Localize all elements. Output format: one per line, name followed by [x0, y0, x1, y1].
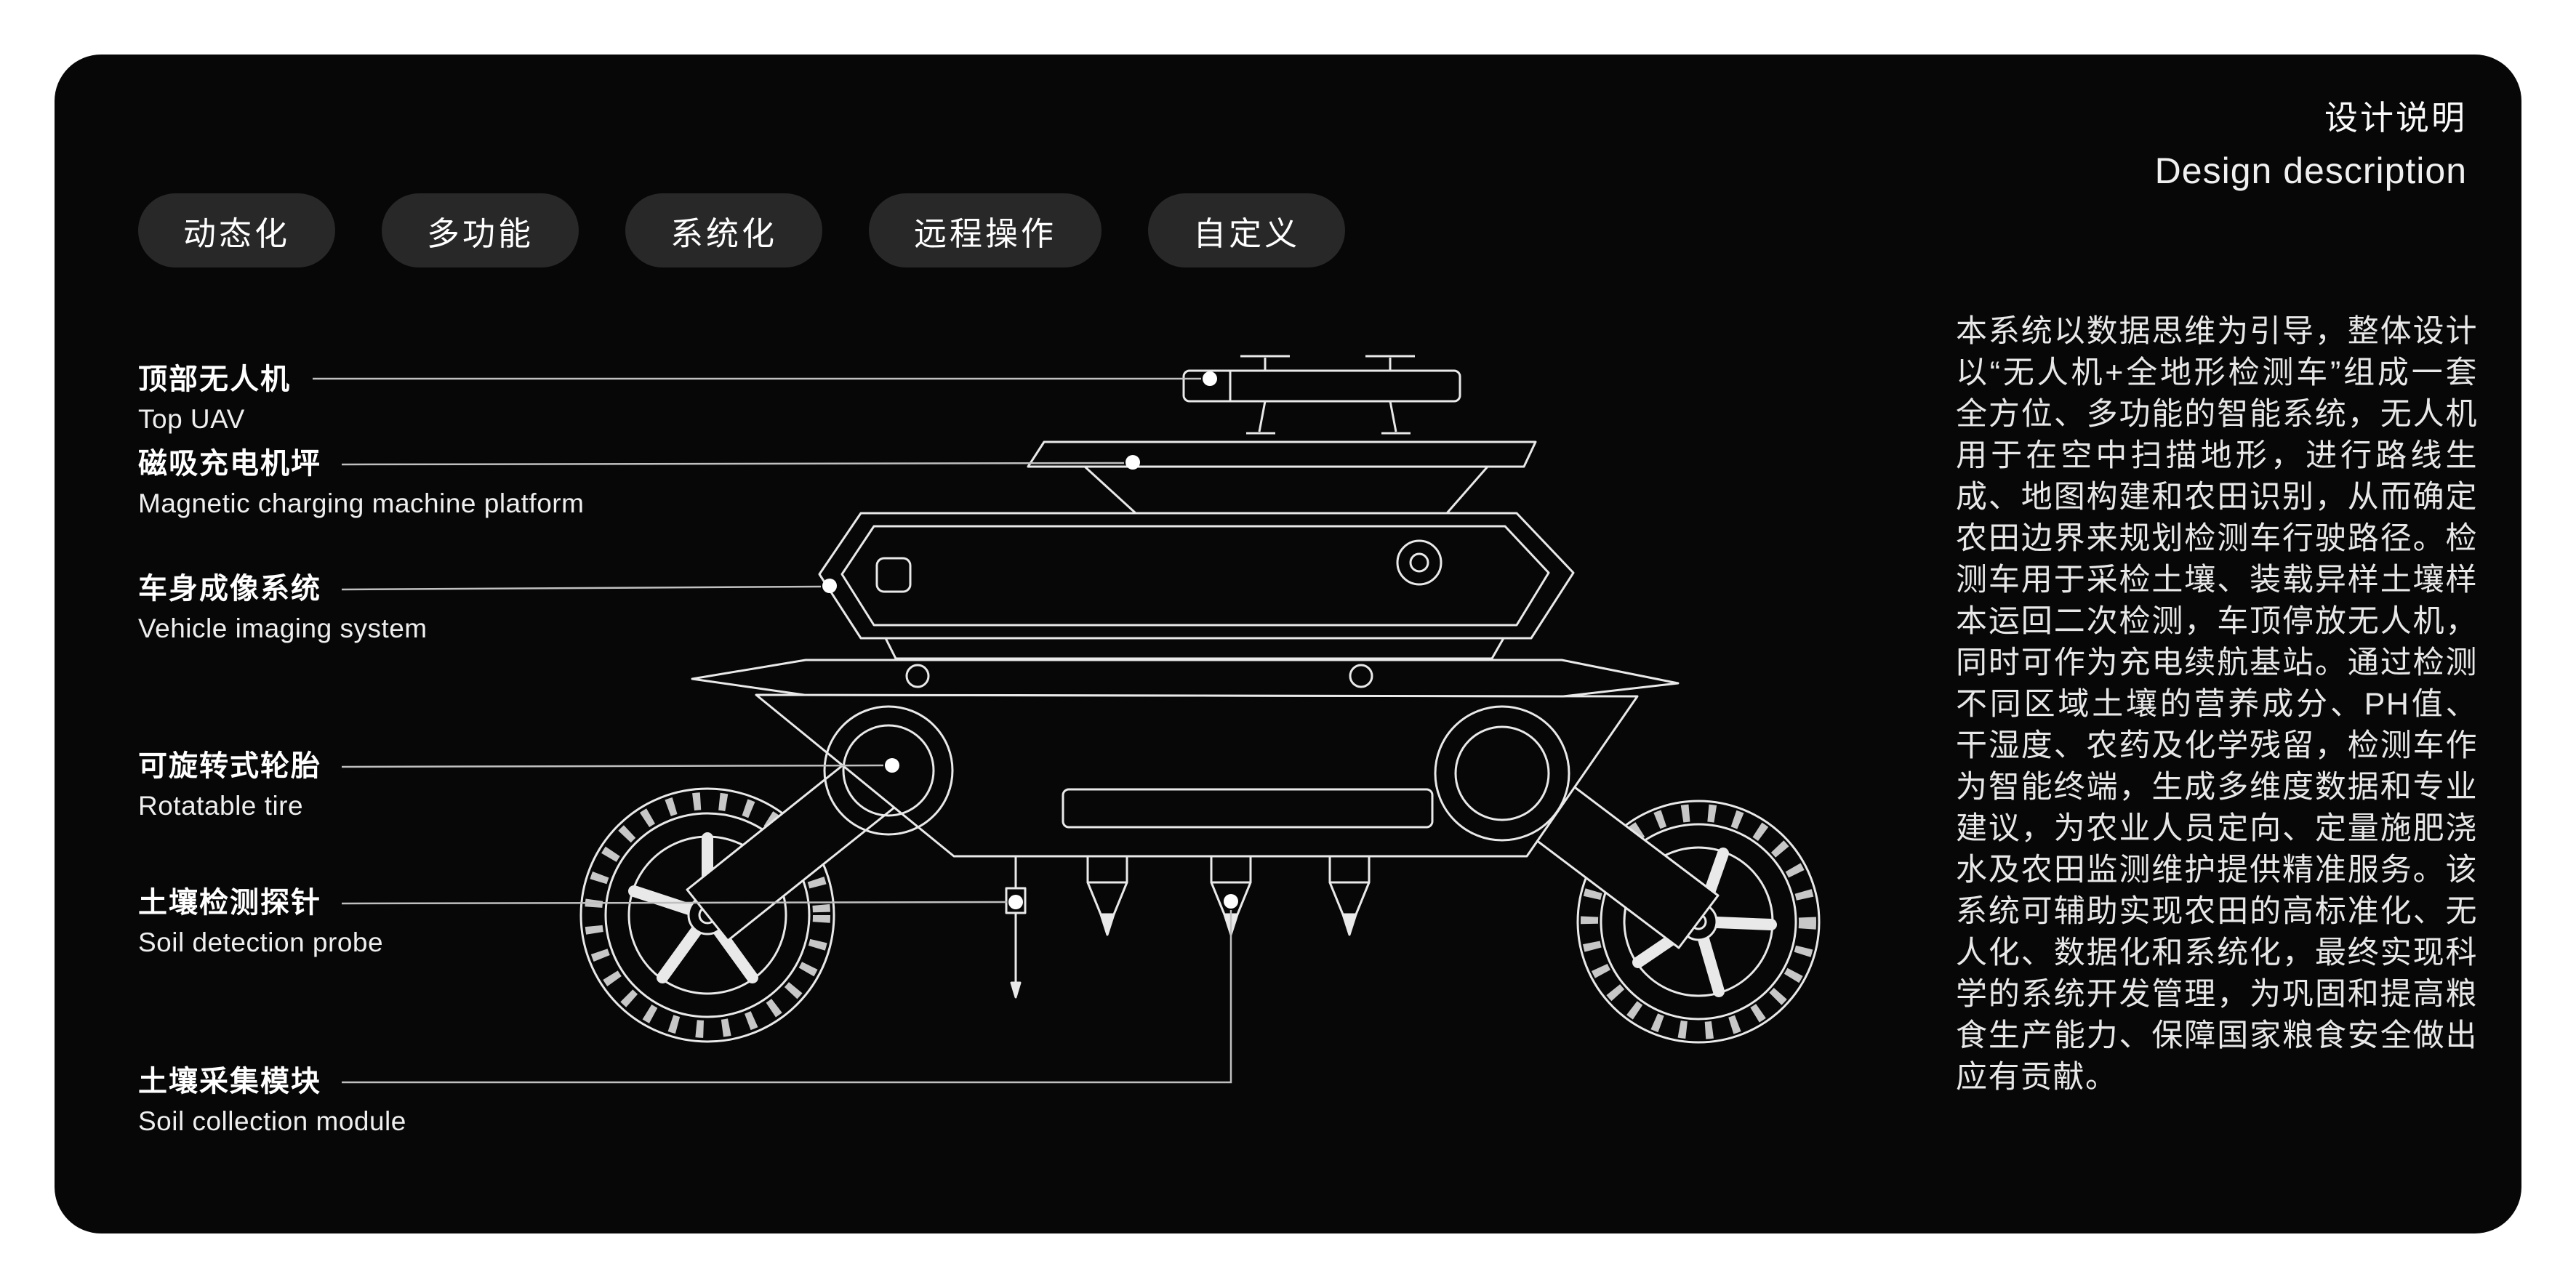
callout-en: Soil collection module [138, 1106, 406, 1136]
callout-rotatable-tire: 可旋转式轮胎 Rotatable tire [138, 750, 321, 821]
callout-top-uav: 顶部无人机 Top UAV [138, 363, 291, 435]
tag-dynamic: 动态化 [138, 193, 336, 267]
tag-systematic: 系统化 [625, 193, 823, 267]
tag-multifunction: 多功能 [382, 193, 579, 267]
callout-zh: 土壤采集模块 [138, 1066, 321, 1098]
description-text: 本系统以数据思维为引导，整体设计以“无人机+全地形检测车”组成一套全方位、多功能… [1956, 314, 2478, 1095]
feature-tags: 动态化 多功能 系统化 远程操作 自定义 [138, 193, 1346, 267]
callout-zh: 可旋转式轮胎 [138, 750, 321, 782]
page-title: 设计说明 Design description [2155, 92, 2467, 192]
callout-zh: 土壤检测探针 [138, 887, 321, 919]
title-en: Design description [2154, 150, 2467, 191]
callout-soil-probe: 土壤检测探针 Soil detection probe [138, 887, 383, 958]
callout-en: Soil detection probe [138, 927, 384, 957]
callout-en: Magnetic charging machine platform [138, 488, 585, 518]
callout-charging-platform: 磁吸充电机坪 Magnetic charging machine platfor… [138, 448, 584, 519]
callout-en: Rotatable tire [138, 791, 304, 821]
title-zh: 设计说明 [2324, 99, 2467, 137]
callout-zh: 顶部无人机 [138, 363, 291, 395]
callout-zh: 车身成像系统 [138, 573, 321, 605]
callout-soil-collection: 土壤采集模块 Soil collection module [138, 1066, 406, 1137]
callout-en: Vehicle imaging system [138, 613, 428, 643]
callout-en: Top UAV [138, 404, 245, 434]
callout-imaging-system: 车身成像系统 Vehicle imaging system [138, 573, 428, 644]
callout-zh: 磁吸充电机坪 [138, 448, 321, 480]
tag-custom: 自定义 [1148, 193, 1346, 267]
tag-remote-operation: 远程操作 [869, 193, 1102, 267]
